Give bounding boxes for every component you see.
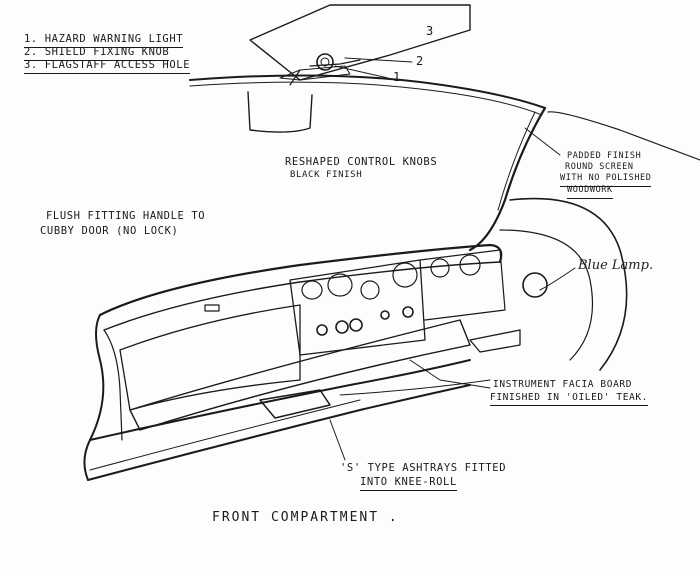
handle-label-line-2: cubby door (no lock) <box>40 225 179 237</box>
facia-label-line-1: Instrument facia board <box>493 379 633 390</box>
padded-finish-line-4: woodwork <box>567 184 613 199</box>
rear-view-mirror <box>247 91 313 133</box>
steering-hub <box>522 272 548 298</box>
steering-wheel <box>509 197 628 371</box>
ashtray <box>259 389 331 419</box>
leader-blue-lamp <box>539 267 576 291</box>
hazard-light-cluster <box>279 53 361 86</box>
callout-number-1: 1 <box>393 70 401 84</box>
leader-facia <box>409 359 491 389</box>
padded-finish-line-1: Padded finish <box>567 151 642 161</box>
callout-leader-1 <box>334 65 389 79</box>
dash-left-end <box>83 314 105 481</box>
legend-item-1: 1. Hazard warning light <box>24 33 184 48</box>
windscreen-pillar <box>468 106 547 252</box>
legend-item-2: 2. Shield fixing knob <box>24 46 170 61</box>
facia-label-line-2: finished in 'oiled' teak. <box>490 391 648 406</box>
black-finish-label: Black finish <box>290 170 363 180</box>
callout-leader-2 <box>344 57 413 63</box>
control-knobs <box>316 306 414 336</box>
dash-top-roll <box>98 243 503 317</box>
glovebox-face <box>119 304 301 411</box>
padded-finish-line-3: with no polished <box>560 172 652 187</box>
handle-label-line-1: Flush fitting handle to <box>46 210 206 222</box>
windscreen-top-rail <box>189 74 546 109</box>
callout-number-3: 3 <box>426 24 434 38</box>
leader-ashtray <box>329 419 346 461</box>
ashtrays-label-line-2: into knee-roll <box>360 476 457 491</box>
instrument-panel <box>289 259 426 356</box>
roof-panel <box>249 4 471 81</box>
leader-padded <box>524 127 561 156</box>
ashtrays-label-line-1: 'S' type ashtrays fitted <box>340 462 507 474</box>
blue-lamp-note: Blue Lamp. <box>578 258 654 273</box>
padded-finish-line-2: round screen <box>565 162 634 172</box>
cubby-handle <box>204 304 220 312</box>
reshaped-knobs-label: Reshaped control knobs <box>285 156 438 168</box>
gauges <box>301 254 481 300</box>
knee-roll <box>89 359 471 441</box>
legend-item-3: 3. Flagstaff access hole <box>24 59 191 74</box>
callout-number-2: 2 <box>416 54 424 68</box>
drawing-title: Front compartment . <box>212 510 399 525</box>
